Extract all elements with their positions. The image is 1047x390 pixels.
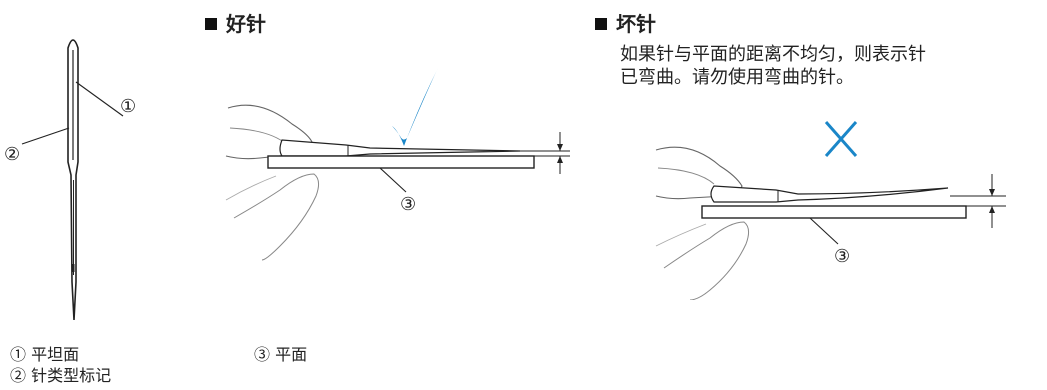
bottom-finger bbox=[233, 173, 320, 261]
square-bullet-icon bbox=[595, 18, 607, 30]
callout-3-good: ③ bbox=[400, 194, 416, 215]
good-needle-body bbox=[279, 139, 521, 157]
bad-needle-heading: 坏针 bbox=[595, 13, 656, 35]
leader-3-good bbox=[379, 167, 407, 193]
leader-1 bbox=[75, 81, 124, 117]
flat-surface bbox=[701, 205, 967, 219]
callout-2: ② bbox=[4, 144, 20, 165]
leader-2 bbox=[21, 127, 70, 145]
legend-item-3: ③ 平面 bbox=[254, 345, 308, 364]
good-needle-heading: 好针 bbox=[205, 13, 266, 35]
leader-3-bad bbox=[809, 217, 839, 245]
square-bullet-icon bbox=[205, 18, 217, 30]
flat-surface bbox=[267, 155, 535, 169]
callout-1: ① bbox=[120, 96, 136, 117]
bad-needle-description-line1: 如果针与平面的距离不均匀，则表示针 bbox=[620, 44, 926, 65]
good-needle-title: 好针 bbox=[226, 12, 266, 36]
check-mark-icon bbox=[392, 68, 438, 146]
bad-needle-title: 坏针 bbox=[616, 12, 656, 36]
callout-3-bad: ③ bbox=[834, 246, 850, 267]
good-needle-illustration: ③ bbox=[225, 68, 570, 261]
bad-needle-illustration: ③ bbox=[655, 121, 1006, 300]
bottom-finger bbox=[663, 221, 750, 300]
bad-needle-body bbox=[710, 185, 949, 203]
legend-item-2: ② 针类型标记 bbox=[10, 366, 112, 385]
needle-diagram: ① ② bbox=[4, 39, 136, 321]
needle-shank bbox=[67, 39, 79, 321]
bad-needle-description-line2: 已弯曲。请勿使用弯曲的针。 bbox=[620, 67, 854, 88]
bad-needle-description: 如果针与平面的距离不均匀，则表示针 已弯曲。请勿使用弯曲的针。 bbox=[620, 43, 1047, 89]
legend-item-1: ① 平坦面 bbox=[10, 345, 80, 364]
needle-eye bbox=[72, 264, 75, 272]
top-finger bbox=[655, 146, 743, 200]
